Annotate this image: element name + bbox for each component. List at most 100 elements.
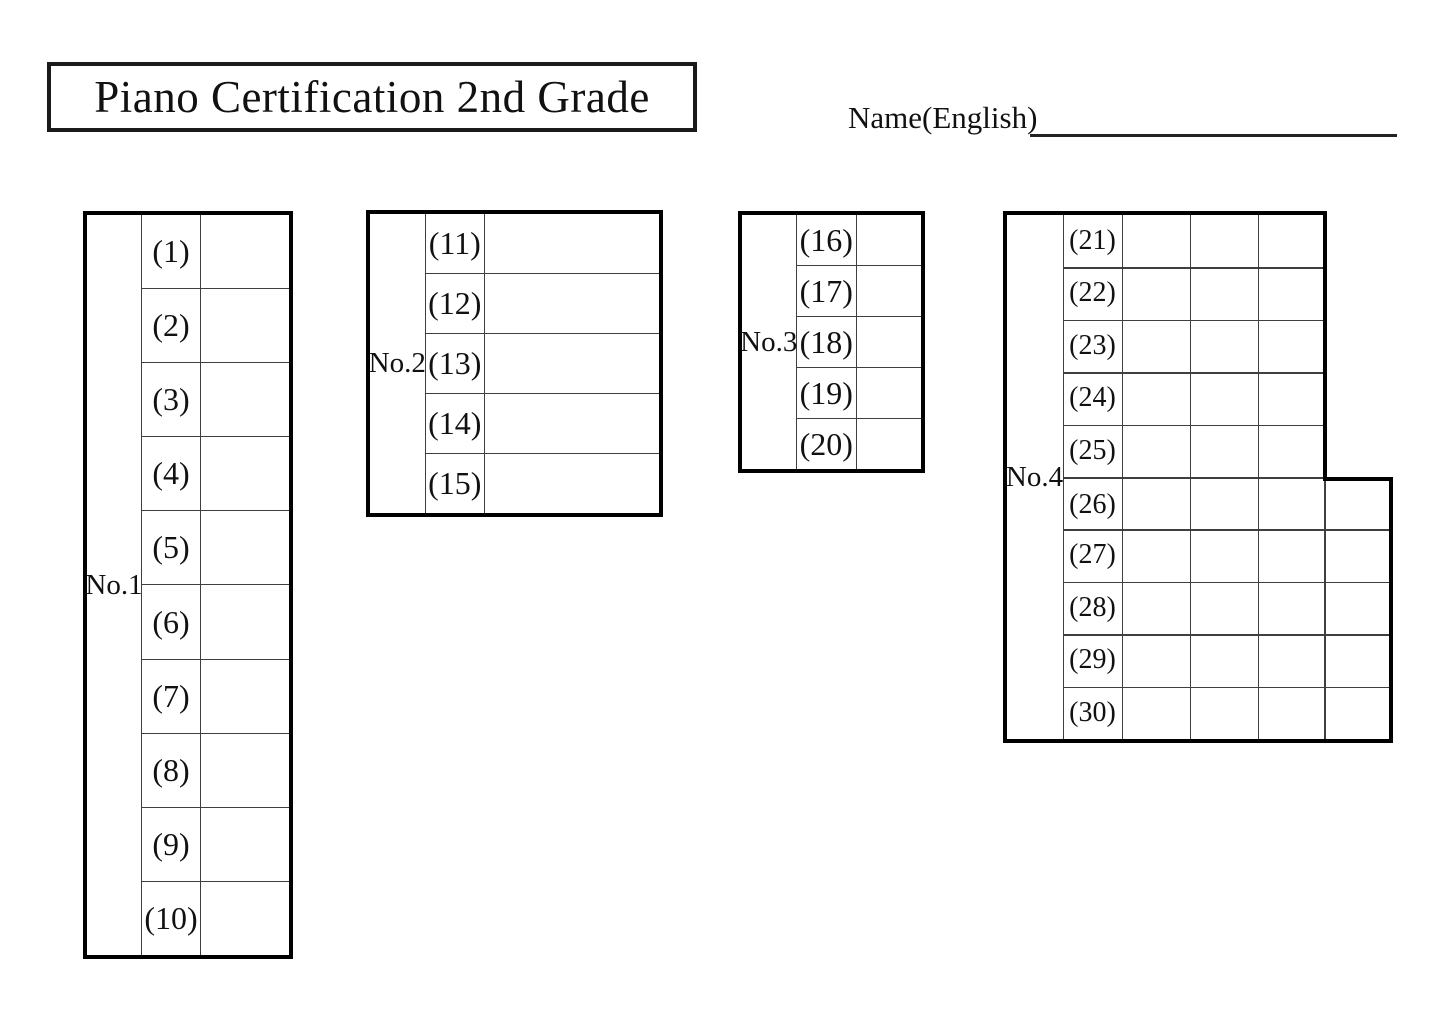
answer-cell — [485, 274, 659, 333]
table-row: (15) — [426, 454, 660, 513]
question-number-cell: (26) — [1069, 488, 1116, 520]
table-border-top — [1003, 211, 1327, 215]
table-row: (20) — [797, 419, 922, 469]
question-number-cell: (30) — [1069, 696, 1116, 728]
question-number-cell: (27) — [1069, 539, 1116, 571]
grid-line-horizontal — [1062, 319, 1323, 322]
answer-cell — [485, 334, 659, 393]
question-number-cell: (2) — [142, 289, 201, 363]
title-box: Piano Certification 2nd Grade — [47, 62, 697, 132]
answer-table-no1: No.1 (1) (2) (3) (4) (5) (6) (7) (8) (9)… — [83, 211, 293, 959]
grid-line-horizontal — [1062, 267, 1323, 269]
question-number-cell: (11) — [426, 214, 485, 273]
grid-line-horizontal — [1062, 529, 1389, 531]
table-row: (13) — [425, 334, 659, 394]
answer-table-no3: No.3 (16) (17) (18) (19) (20) — [738, 211, 925, 473]
table-row: (2) — [142, 289, 289, 364]
answer-cell — [201, 215, 289, 288]
question-number-cell: (19) — [797, 368, 857, 418]
table-border-right-upper — [1323, 211, 1327, 481]
question-number-cell: (3) — [142, 363, 201, 437]
grid-line-horizontal — [1062, 477, 1323, 479]
table-border-left — [1003, 211, 1007, 743]
grid-line-horizontal — [1062, 634, 1389, 636]
answer-cell — [201, 734, 289, 807]
answer-cell — [857, 419, 921, 469]
table-label: No.1 — [85, 215, 143, 955]
answer-cell — [857, 317, 921, 367]
table-row: (9) — [142, 807, 289, 882]
table-label: No.3 — [740, 215, 797, 469]
table-row: (6) — [142, 585, 289, 660]
table-row: (18) — [796, 317, 921, 368]
question-number-cell: (14) — [426, 394, 485, 453]
table-row: (16) — [796, 215, 921, 266]
question-number-cell: (1) — [142, 215, 201, 289]
table-border-right-lower — [1389, 477, 1393, 743]
table-row: (3) — [142, 363, 289, 438]
table-row: (1) — [142, 215, 289, 290]
question-number-cell: (15) — [426, 454, 485, 513]
name-label: Name(English) — [848, 100, 1038, 135]
question-number-cell: (17) — [797, 266, 857, 316]
question-number-cell: (23) — [1069, 329, 1116, 361]
answer-cell — [857, 368, 921, 418]
question-number-cell: (25) — [1069, 434, 1116, 466]
table-row: (12) — [425, 274, 659, 334]
table-row: (17) — [796, 266, 921, 317]
answer-cell — [201, 437, 289, 510]
answer-cell — [201, 808, 289, 881]
table-row: (8) — [142, 733, 289, 808]
question-number-cell: (7) — [142, 659, 201, 733]
answer-cell — [485, 454, 659, 513]
grid-line-horizontal — [1062, 424, 1323, 427]
question-number-cell: (20) — [797, 419, 857, 469]
answer-table-no4: No.4 (21) (22) (23) (24) (25) (26) (27) … — [1003, 211, 1393, 743]
question-number-cell: (10) — [142, 881, 201, 955]
answer-cell — [857, 215, 921, 265]
question-number-cell: (28) — [1069, 591, 1116, 623]
question-number-cell: (24) — [1069, 382, 1116, 414]
question-number-cell: (9) — [142, 807, 201, 881]
table-rows: (11) (12) (13) (14) (15) — [425, 214, 660, 513]
grid-line-horizontal — [1062, 686, 1389, 689]
question-number-cell: (4) — [142, 437, 201, 511]
answer-cell — [485, 214, 659, 273]
answer-cell — [201, 289, 289, 362]
table-border-bottom — [1003, 739, 1393, 743]
name-blank-underline — [1030, 134, 1397, 137]
table-row: (10) — [142, 881, 289, 955]
table-row: (5) — [142, 511, 289, 586]
answer-cell — [201, 882, 289, 955]
question-number-cell: (18) — [797, 317, 857, 367]
grid-line-vertical — [1324, 481, 1326, 739]
answer-cell — [485, 394, 659, 453]
question-number-cell: (22) — [1069, 277, 1116, 309]
table-border-step — [1323, 477, 1393, 481]
question-number-cell: (16) — [797, 215, 857, 265]
table-label: No.4 — [1005, 460, 1064, 493]
question-number-cell: (29) — [1069, 644, 1116, 676]
table-row: (14) — [425, 394, 659, 454]
page-title: Piano Certification 2nd Grade — [94, 72, 650, 122]
question-number-cell: (21) — [1069, 225, 1116, 256]
table-label: No.2 — [369, 214, 426, 513]
grid-line-horizontal — [1062, 581, 1389, 584]
question-number-cell: (13) — [426, 334, 485, 393]
question-number-cell: (6) — [142, 585, 201, 659]
grid-line-horizontal — [1062, 372, 1323, 374]
answer-cell — [201, 511, 289, 584]
answer-table-no2: No.2 (11) (12) (13) (14) (15) — [366, 210, 663, 517]
table-row: (7) — [142, 659, 289, 734]
table-row: (19) — [796, 368, 921, 419]
answer-cell — [857, 266, 921, 316]
answer-cell — [201, 363, 289, 436]
question-number-cell: (5) — [142, 511, 201, 585]
table-row: (4) — [142, 437, 289, 512]
table-row: (11) — [425, 214, 659, 274]
question-number-cell: (12) — [426, 274, 485, 333]
table-rows: (1) (2) (3) (4) (5) (6) (7) (8) (9) (10) — [142, 215, 289, 955]
question-number-cell: (8) — [142, 733, 201, 807]
answer-cell — [201, 660, 289, 733]
